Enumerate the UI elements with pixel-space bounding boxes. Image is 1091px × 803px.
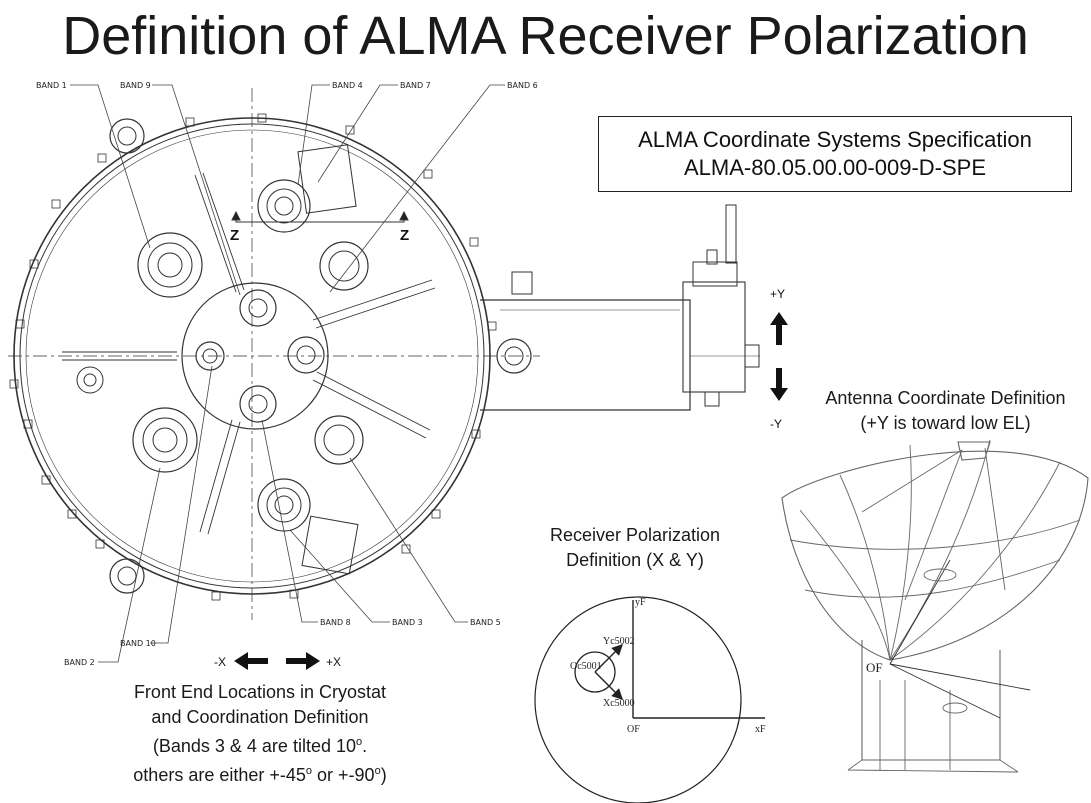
antenna-caption-line1: Antenna Coordinate Definition [825,388,1066,408]
receiver-caption: Receiver Polarization Definition (X & Y) [520,523,750,573]
plus-y-label: +Y [770,287,785,301]
receiver-caption-line2: Definition (X & Y) [566,550,704,570]
band2-label: BAND 2 [64,658,95,667]
receiver-y-axis-label: yF [635,597,646,608]
antenna-caption-line2: (+Y is toward low EL) [860,413,1031,433]
front-end-caption-line4: others are either +-45o or +-90o) [133,765,387,785]
receiver-origin-label: OF [627,724,640,735]
front-end-caption-line1: Front End Locations in Cryostat [133,682,387,702]
receiver-polarization-diagram [534,596,765,803]
band4-label: BAND 4 [332,81,363,90]
band9-label: BAND 9 [120,81,151,90]
band1-label: BAND 1 [36,81,67,90]
front-end-caption-line3: (Bands 3 & 4 are tilted 10o. [152,736,368,756]
band8-label: BAND 8 [320,618,351,627]
band6-label: BAND 6 [507,81,538,90]
y-axis-arrows: +Y -Y [770,287,788,431]
z-marker-right: Z [400,227,409,244]
band3-label: BAND 3 [392,618,423,627]
antenna-caption: Antenna Coordinate Definition (+Y is tow… [800,386,1091,436]
band7-label: BAND 7 [400,81,431,90]
cryostat-drawing [8,88,760,620]
arrow-up-icon [770,312,788,345]
spec-document-number: ALMA-80.05.00.00-009-D-SPE [683,155,987,180]
antenna-drawing [781,439,1089,773]
spec-reference-box: ALMA Coordinate Systems Specification AL… [598,116,1072,192]
receiver-caption-line1: Receiver Polarization [549,525,721,545]
band10-label: BAND 10 [120,639,156,648]
page-title: Definition of ALMA Receiver Polarization [62,6,1029,66]
minus-x-label: -X [214,655,226,669]
band-ports [76,179,369,532]
x-axis-arrows: -X +X [214,652,341,670]
front-end-caption: Front End Locations in Cryostat and Coor… [80,680,440,788]
arrow-left-icon [234,652,268,670]
minus-y-label: -Y [770,417,782,431]
z-marker-left: Z [230,227,239,244]
arrow-down-icon [770,368,788,401]
spec-title: ALMA Coordinate Systems Specification [638,127,1032,152]
receiver-x-axis-label: xF [755,724,766,735]
antenna-origin-label: OF [866,660,883,675]
y-polarization-label: Yc5002 [603,636,635,647]
band-leaders [70,84,505,663]
plus-x-label: +X [326,655,341,669]
arrow-right-icon [286,652,320,670]
front-end-caption-line2: and Coordination Definition [151,707,369,727]
band5-label: BAND 5 [470,618,501,627]
x-polarization-label: Xc5000 [603,698,635,709]
polarization-center-label: Oc5001 [570,661,602,672]
